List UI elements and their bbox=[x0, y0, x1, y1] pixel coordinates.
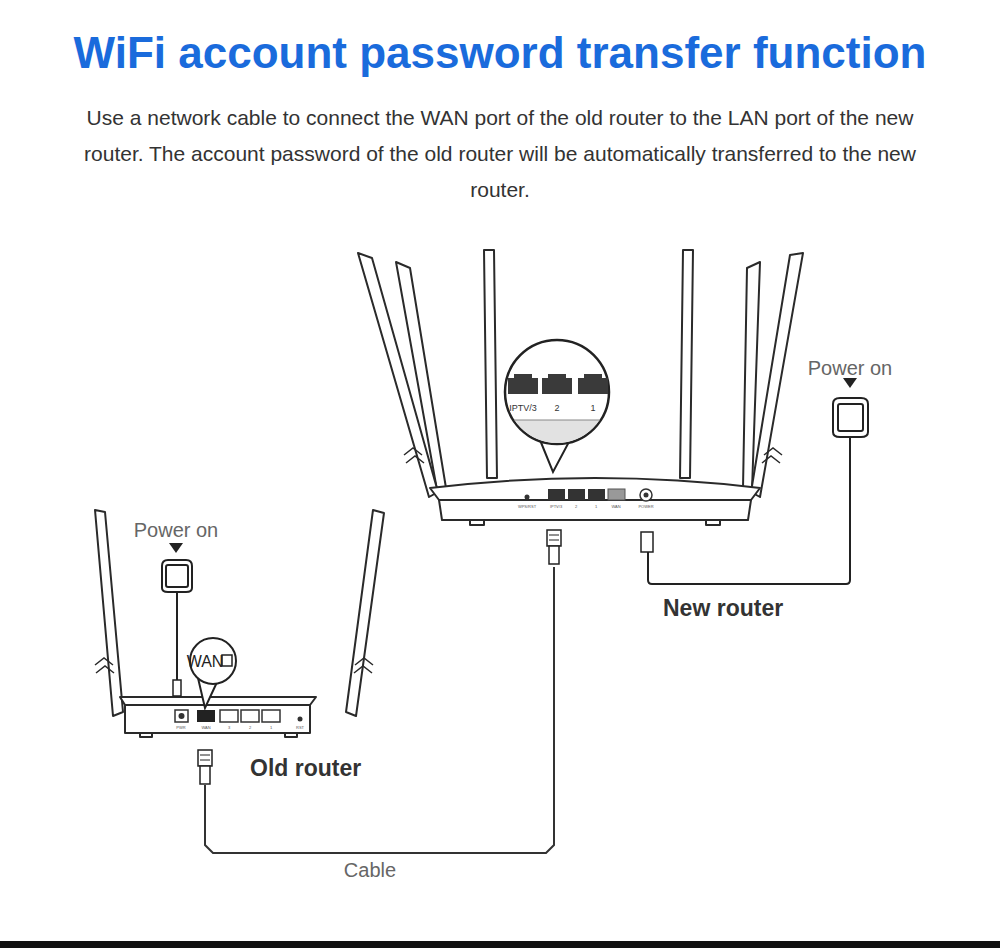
port-label: POWER bbox=[638, 505, 653, 509]
intro-text: Use a network cable to connect the WAN p… bbox=[70, 100, 930, 208]
network-cable bbox=[205, 567, 554, 853]
port-label: 1 bbox=[270, 726, 272, 730]
router-name: New router bbox=[663, 595, 783, 621]
port-label: 2 bbox=[554, 404, 559, 413]
port-label: 2 bbox=[249, 726, 251, 730]
power-label: Power on bbox=[134, 520, 219, 540]
router-node: New router bbox=[355, 245, 800, 567]
port-label: PWR bbox=[176, 726, 185, 730]
port-label: RST bbox=[296, 726, 304, 730]
page-title: WiFi account password transfer function bbox=[0, 28, 1000, 78]
port-label: WAN bbox=[201, 726, 210, 730]
port-callout: WAN bbox=[187, 654, 224, 670]
router-name: Old router bbox=[250, 755, 361, 781]
port-label: 3 bbox=[228, 726, 230, 730]
port-label: WPS/RST bbox=[518, 505, 536, 509]
port-label: 2 bbox=[575, 505, 577, 509]
port-label: 1 bbox=[590, 404, 595, 413]
port-label: 1 bbox=[595, 505, 597, 509]
port-label: IPTV/3 bbox=[550, 505, 562, 509]
port-label: IPTV/3 bbox=[509, 404, 537, 413]
router-node: Old router bbox=[90, 505, 380, 785]
cable-label: Cable bbox=[341, 859, 399, 882]
power-label: Power on bbox=[808, 358, 893, 378]
port-label: WAN bbox=[611, 505, 620, 509]
